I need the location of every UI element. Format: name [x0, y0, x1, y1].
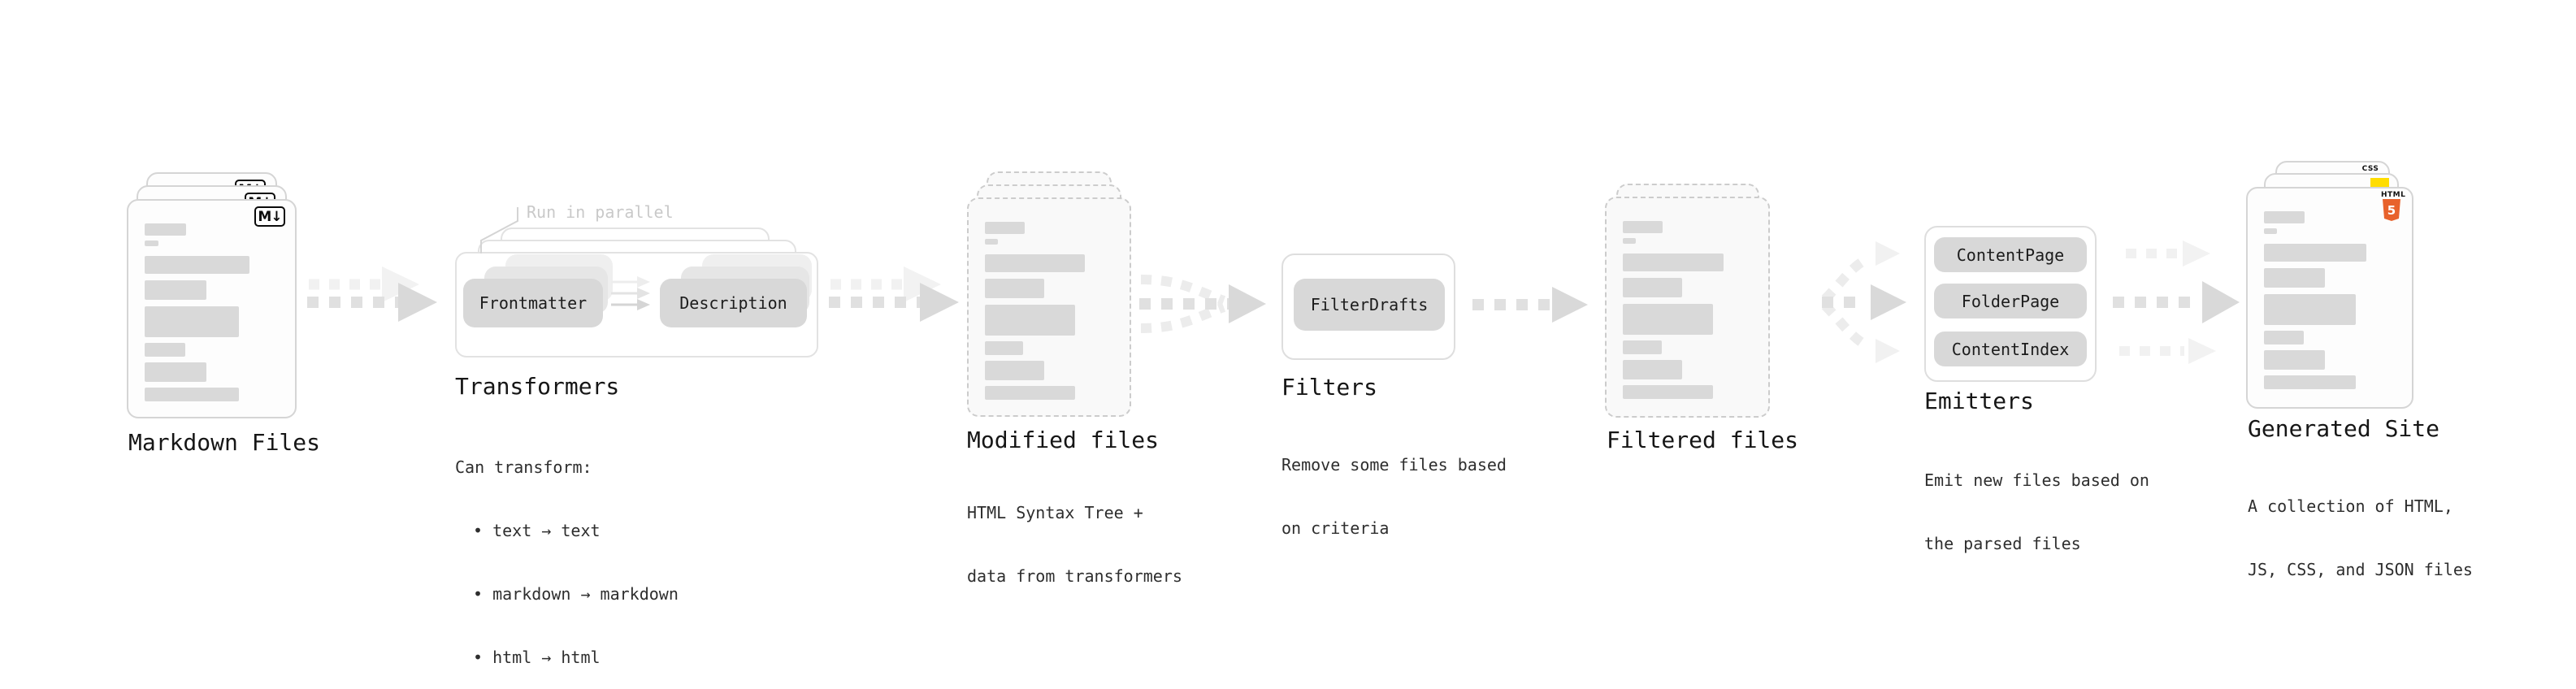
flow-arrow-markdown-to-transformers [307, 266, 437, 322]
run-in-parallel-annotation: Run in parallel [527, 202, 674, 222]
generated-site-description: A collection of HTML, JS, CSS, and JSON … [2248, 453, 2473, 601]
description-line: Emit new files based on [1924, 470, 2149, 490]
description-pill: Description [660, 279, 807, 327]
flow-arrow-transformers-to-modified [829, 266, 959, 322]
description-line: the parsed files [1924, 534, 2081, 553]
stage-title-filtered-files: Filtered files [1607, 427, 1799, 453]
transformers-description: Can transform: • text → text • markdown … [455, 414, 679, 689]
transform-bullet: • markdown → markdown [473, 584, 679, 604]
description-line: JS, CSS, and JSON files [2248, 560, 2473, 579]
folderpage-pill: FolderPage [1934, 284, 2087, 318]
contentpage-pill: ContentPage [1934, 237, 2087, 272]
placeholder-bars [1623, 221, 1752, 399]
transform-bullet: • html → html [473, 648, 601, 667]
flow-arrow-filters-to-filtered [1472, 287, 1588, 323]
stage-title-emitters: Emitters [1924, 388, 2034, 414]
flow-arrow-modified-to-filters [1139, 275, 1266, 333]
filterdrafts-pill: FilterDrafts [1294, 279, 1445, 331]
document-card-front [967, 197, 1131, 417]
css-label: CSS [2361, 165, 2379, 173]
js-icon [2370, 178, 2389, 188]
stage-title-modified-files: Modified files [967, 427, 1160, 453]
annotation-connector-line [480, 207, 518, 254]
html-label: HTML [2381, 191, 2406, 199]
placeholder-bars [2264, 211, 2396, 389]
transform-bullet: • text → text [473, 521, 601, 540]
description-line: HTML Syntax Tree + [967, 503, 1143, 522]
description-line: data from transformers [967, 566, 1182, 586]
description-line: A collection of HTML, [2248, 496, 2453, 516]
stage-title-generated-site: Generated Site [2248, 415, 2440, 442]
document-card-front: M↓ [127, 199, 297, 418]
stage-title-markdown-files: Markdown Files [128, 429, 321, 456]
html5-number: 5 [2387, 203, 2396, 218]
flow-arrow-filtered-to-emitters [1821, 241, 1906, 363]
markdown-icon: M↓ [254, 206, 285, 227]
contentindex-pill: ContentIndex [1934, 332, 2087, 366]
stage-title-filters: Filters [1281, 374, 1378, 401]
parallel-step-arrows-icon [611, 276, 650, 310]
modified-files-description: HTML Syntax Tree + data from transformer… [967, 460, 1182, 608]
html5-shield: 5 [2383, 199, 2400, 221]
frontmatter-pill: Frontmatter [463, 279, 603, 327]
can-transform-line: Can transform: [455, 457, 592, 477]
emitters-description: Emit new files based on the parsed files [1924, 427, 2149, 575]
document-card-front: HTML 5 [2246, 187, 2413, 409]
html5-icon: HTML 5 [2381, 191, 2406, 224]
flow-arrows-emitters-to-generated [2113, 240, 2240, 364]
description-line: on criteria [1281, 518, 1390, 538]
document-card-front [1605, 197, 1770, 418]
filters-description: Remove some files based on criteria [1281, 412, 1507, 560]
description-line: Remove some files based [1281, 455, 1507, 474]
placeholder-bars [985, 222, 1113, 400]
placeholder-bars [145, 223, 279, 401]
stage-title-transformers: Transformers [455, 373, 620, 400]
